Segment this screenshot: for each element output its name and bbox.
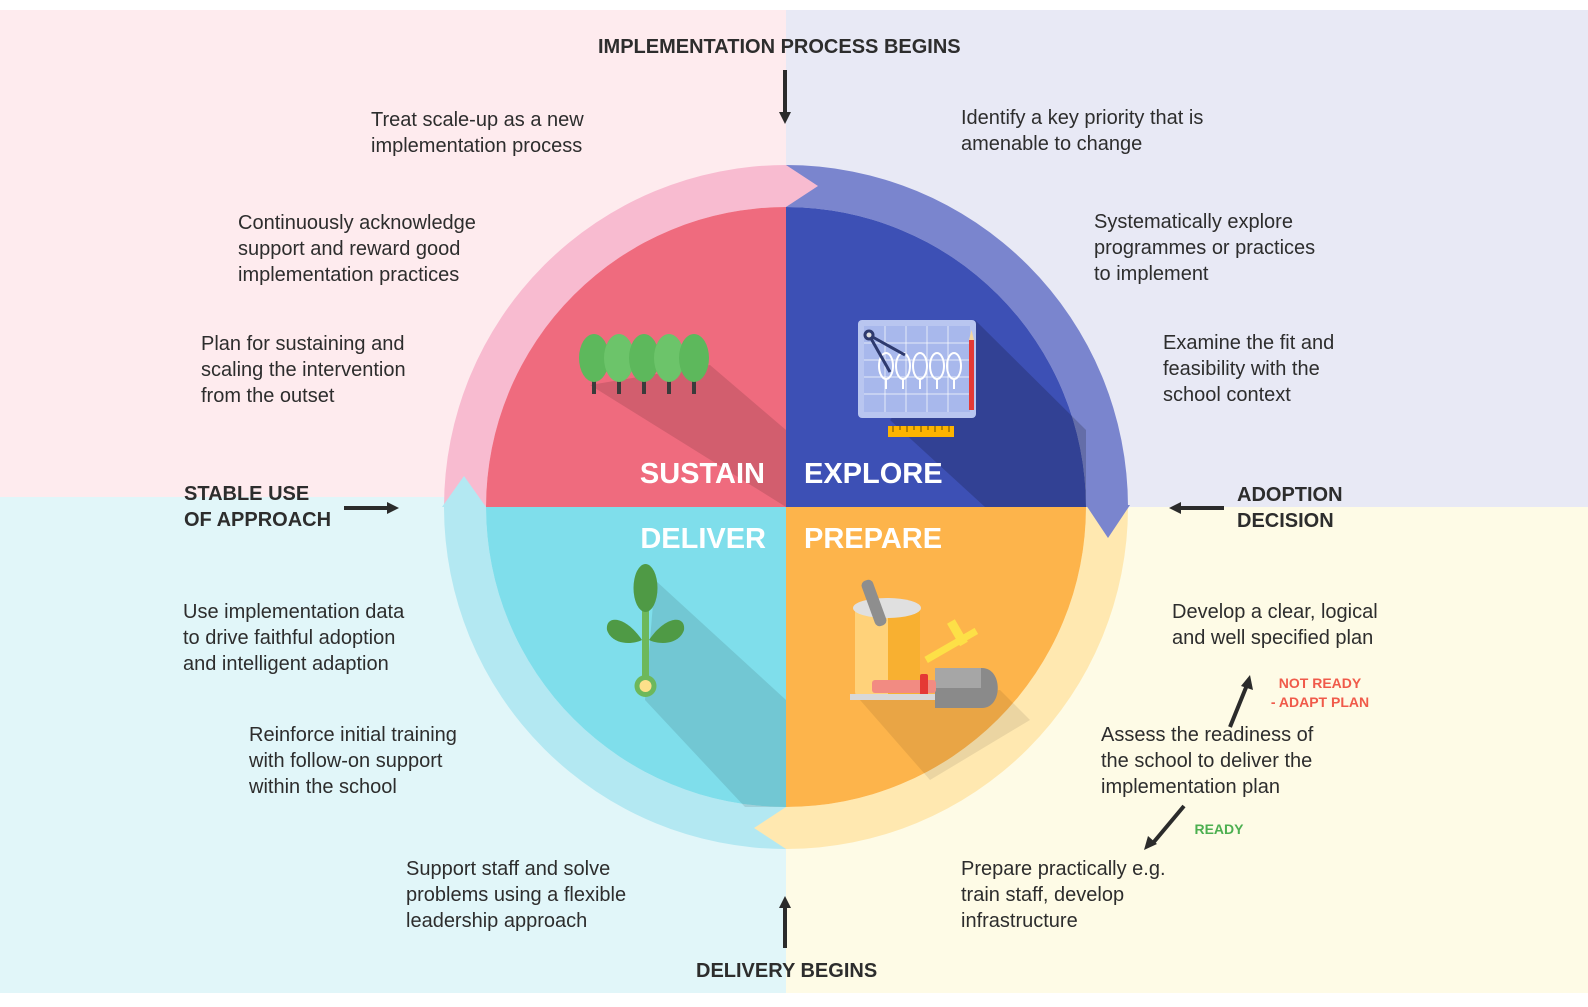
deliver-ring-arc [444,507,786,849]
ready-label: READY [1194,821,1244,837]
sustain-step-scale-up: Treat scale-up as a new implementation p… [371,109,584,157]
left-entry-arrow [344,502,399,514]
prepare-step-assess: Assess the readiness of the school to de… [1101,724,1314,798]
trees-icon [579,334,709,394]
ring-arrowhead-right [1086,505,1130,538]
deliver-icon-shadow [645,580,786,807]
deliver-step-reinforce: Reinforce initial training with follow-o… [249,724,457,798]
deliver-step-support: Support staff and solve problems using a… [406,858,627,932]
right-entry-arrow [1169,502,1224,514]
sustain-step-acknowledge: Continuously acknowledge support and rew… [238,212,476,286]
tree-5 [679,334,709,394]
prepare-step-develop: Develop a clear, logical and well specif… [1172,601,1378,649]
sustain-icon-shadow [590,365,786,507]
not-ready-label: NOT READY - ADAPT PLAN [1270,675,1370,710]
sustain-label: SUSTAIN [640,458,765,490]
not-ready-arrow [1228,675,1253,728]
stable-use-heading: STABLE USE OF APPROACH [184,483,332,531]
bottom-entry-arrow [779,896,791,948]
explore-ring-arc [786,165,1128,507]
compass-icon [863,329,906,373]
explore-step-systematically: Systematically explore programmes or pra… [1094,211,1316,285]
trowel-icon [861,579,887,627]
prepare-icon-shadow [860,690,1030,780]
deliver-quadrant [486,507,786,807]
deliver-label: DELIVER [640,523,766,555]
ready-arrow [1144,804,1186,850]
tools-icon [850,579,998,708]
explore-label: EXPLORE [804,458,943,490]
implementation-process-begins-heading: IMPLEMENTATION PROCESS BEGINS [598,36,961,58]
explore-step-examine: Examine the fit and feasibility with the… [1163,332,1335,406]
ring-arrowhead-top-pink [786,165,818,207]
delivery-begins-heading: DELIVERY BEGINS [696,960,878,982]
blueprint-icon [858,320,976,437]
sustain-ring-arc [444,165,786,507]
top-entry-arrow [779,70,791,124]
sustain-step-plan: Plan for sustaining and scaling the inte… [201,333,406,407]
explore-step-identify: Identify a key priority that is amenable… [961,107,1204,155]
ring-arrowhead-left [442,476,486,507]
prepare-label: PREPARE [804,523,942,555]
prepare-step-practical: Prepare practically e.g. train staff, de… [961,858,1166,932]
pencil-icon [969,340,974,410]
deliver-step-use-data: Use implementation data to drive faithfu… [183,601,405,675]
ring-arrowhead-bottom [754,807,786,849]
sprout-icon [606,564,685,697]
tree-4 [654,334,684,394]
prepare-ring-arc [786,507,1128,849]
adoption-decision-heading: ADOPTION DECISION [1237,484,1343,532]
tree-2 [604,334,634,394]
tree-1 [579,334,609,394]
tree-3 [629,334,659,394]
